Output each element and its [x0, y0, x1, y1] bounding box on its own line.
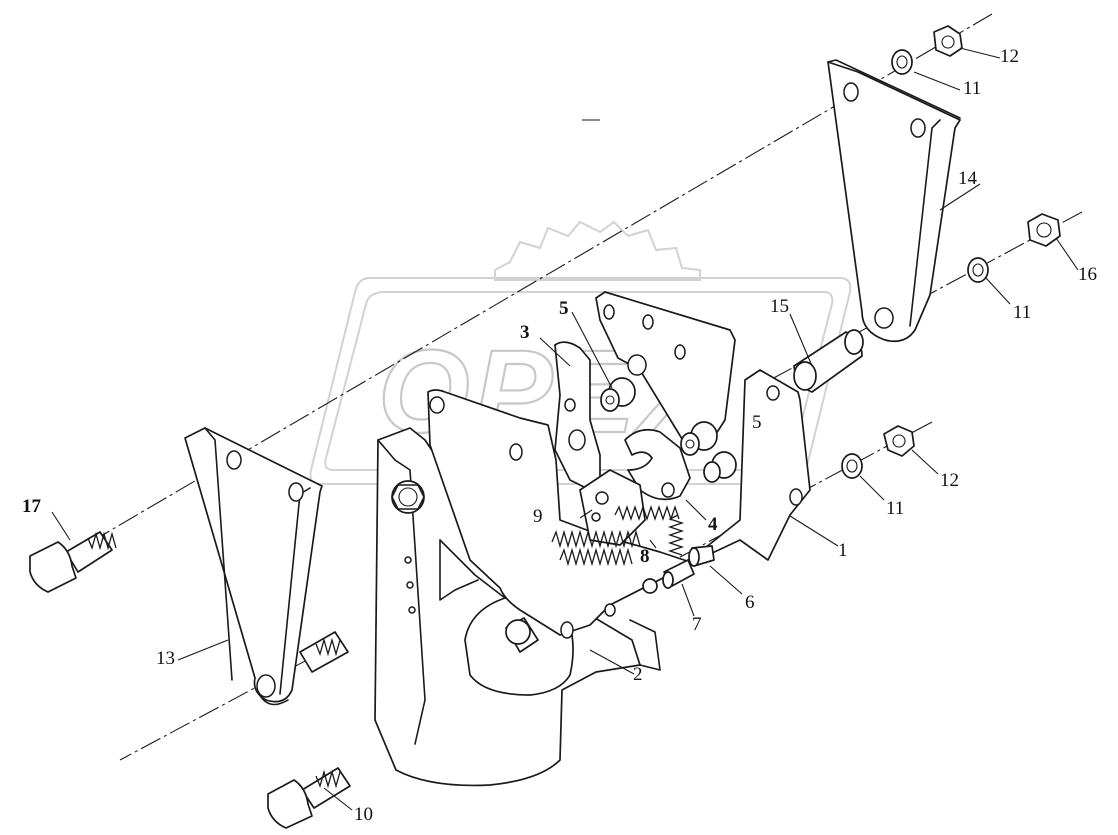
side-plate	[427, 369, 811, 639]
callout-15: 15	[770, 296, 789, 317]
nut-12-mid	[883, 425, 915, 457]
callout-12-top: 12	[1000, 46, 1019, 67]
callout-labels: 1 2 3 4 5 5 6 7 8 9 10 11 11 11 12 12 13…	[22, 46, 1097, 825]
nut-16	[1027, 213, 1061, 247]
washer-11-right	[967, 257, 989, 283]
callout-1: 1	[838, 540, 848, 561]
nut-12-top	[933, 25, 963, 57]
spring-set	[551, 504, 685, 567]
cam-disc	[579, 469, 646, 546]
leader-lines	[51, 47, 1079, 811]
callout-11-top: 11	[963, 78, 981, 99]
callout-14: 14	[958, 168, 978, 189]
roller-extra	[703, 451, 737, 483]
bolt-17	[29, 531, 117, 593]
pin-6	[688, 545, 715, 567]
bolt-10	[267, 767, 351, 829]
bolt-lower-mid	[299, 617, 539, 673]
callout-5-upper: 5	[559, 298, 569, 319]
callout-17: 17	[22, 496, 42, 517]
roller-5b	[680, 421, 718, 456]
pin-7	[642, 559, 695, 594]
latch-lever	[554, 341, 601, 491]
washer-11-mid	[841, 453, 863, 479]
callout-7: 7	[692, 614, 702, 635]
callout-13: 13	[156, 648, 175, 669]
bracket-plate-left	[184, 427, 323, 706]
callout-6: 6	[745, 592, 755, 613]
callout-9: 9	[533, 506, 543, 527]
callout-2: 2	[633, 664, 643, 685]
bushing	[793, 329, 864, 393]
callout-3: 3	[520, 322, 530, 343]
callout-11-right: 11	[1013, 302, 1031, 323]
callout-12-mid: 12	[940, 470, 959, 491]
callout-8: 8	[640, 546, 650, 567]
callout-11-mid: 11	[886, 498, 904, 519]
callout-4: 4	[708, 514, 718, 535]
callout-5-lower: 5	[752, 412, 762, 433]
callout-16: 16	[1078, 264, 1097, 285]
callout-10: 10	[354, 804, 373, 825]
roller-5a	[600, 377, 636, 412]
washer-11-top	[891, 49, 913, 75]
bracket-plate-right	[827, 59, 961, 343]
